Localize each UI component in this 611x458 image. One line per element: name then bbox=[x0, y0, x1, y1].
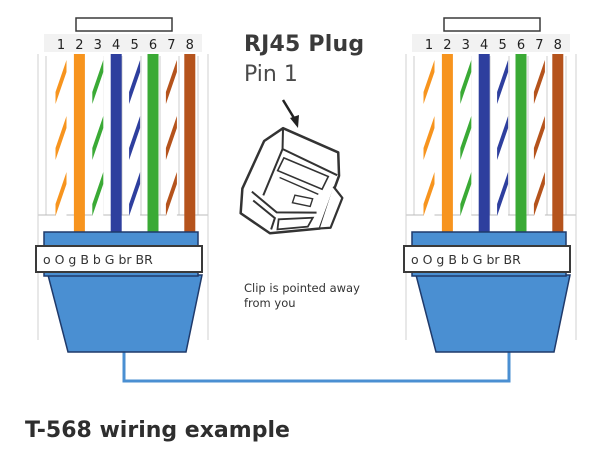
pin-number-label: 3 bbox=[462, 38, 470, 53]
wire-order-label: o O g B b G br BR bbox=[411, 252, 521, 267]
wire-order-label: o O g B b G br BR bbox=[43, 252, 153, 267]
wire-1-stripe bbox=[55, 172, 67, 216]
pin-number-strip bbox=[44, 34, 202, 52]
pin-number-label: 1 bbox=[425, 38, 433, 53]
plug-latch-tab bbox=[443, 17, 541, 32]
wire-5-stripe bbox=[497, 172, 509, 216]
wire-4 bbox=[478, 54, 490, 232]
wire-5-stripe bbox=[129, 172, 141, 216]
wire-order-label-box bbox=[403, 245, 571, 273]
pin-number-label: 7 bbox=[535, 38, 543, 53]
wire-3-stripe bbox=[460, 116, 472, 160]
wire-7-stripe bbox=[165, 60, 177, 104]
pin-number-label: 5 bbox=[498, 38, 506, 53]
wire-7-stripe bbox=[165, 116, 177, 160]
cable-boot bbox=[47, 274, 203, 353]
pin-number-label: 2 bbox=[75, 38, 83, 53]
wire-7-stripe bbox=[165, 172, 177, 216]
wire-1-stripe bbox=[55, 116, 67, 160]
wire-2 bbox=[73, 54, 85, 232]
cable-boot bbox=[415, 274, 571, 353]
wire-3-stripe bbox=[460, 172, 472, 216]
wire-7-stripe bbox=[533, 116, 545, 160]
plug-body bbox=[239, 126, 344, 235]
pin1-arrowhead bbox=[290, 115, 299, 128]
wire-1-stripe bbox=[423, 116, 435, 160]
wire-3-stripe bbox=[92, 116, 104, 160]
wire-1-stripe bbox=[423, 60, 435, 104]
pin-number-label: 8 bbox=[186, 38, 194, 53]
wire-3-stripe bbox=[92, 172, 104, 216]
link-cable bbox=[122, 352, 511, 383]
wire-6 bbox=[147, 54, 159, 232]
pin1-arrow bbox=[281, 99, 296, 119]
pin-number-label: 3 bbox=[94, 38, 102, 53]
pin-number-label: 5 bbox=[130, 38, 138, 53]
wire-4 bbox=[110, 54, 122, 232]
pin-number-label: 6 bbox=[149, 38, 157, 53]
wire-5-stripe bbox=[129, 60, 141, 104]
plug-title: RJ45 Plug bbox=[244, 32, 365, 57]
pin-number-label: 4 bbox=[112, 38, 120, 53]
pin-number-strip bbox=[412, 34, 570, 52]
plug-latch-tab bbox=[75, 17, 173, 32]
wire-1-stripe bbox=[423, 172, 435, 216]
wire-6 bbox=[515, 54, 527, 232]
wire-7-stripe bbox=[533, 172, 545, 216]
wiring-caption: T-568 wiring example bbox=[25, 418, 290, 443]
pin-number-label: 8 bbox=[554, 38, 562, 53]
wire-5-stripe bbox=[129, 116, 141, 160]
pin-number-label: 7 bbox=[167, 38, 175, 53]
wire-5-stripe bbox=[497, 60, 509, 104]
pin-number-label: 6 bbox=[517, 38, 525, 53]
wire-3-stripe bbox=[460, 60, 472, 104]
wire-8 bbox=[552, 54, 564, 232]
pin-1-label: Pin 1 bbox=[244, 62, 298, 87]
wire-7-stripe bbox=[533, 60, 545, 104]
pin-number-label: 2 bbox=[443, 38, 451, 53]
wire-8 bbox=[184, 54, 196, 232]
wire-1-stripe bbox=[55, 60, 67, 104]
clip-orientation-note: Clip is pointed away from you bbox=[244, 281, 360, 310]
pin-number-label: 4 bbox=[480, 38, 488, 53]
rj45-plug-illustration bbox=[239, 99, 344, 235]
wire-5-stripe bbox=[497, 116, 509, 160]
pin-number-label: 1 bbox=[57, 38, 65, 53]
wire-3-stripe bbox=[92, 60, 104, 104]
wire-2 bbox=[441, 54, 453, 232]
wire-order-label-box bbox=[35, 245, 203, 273]
